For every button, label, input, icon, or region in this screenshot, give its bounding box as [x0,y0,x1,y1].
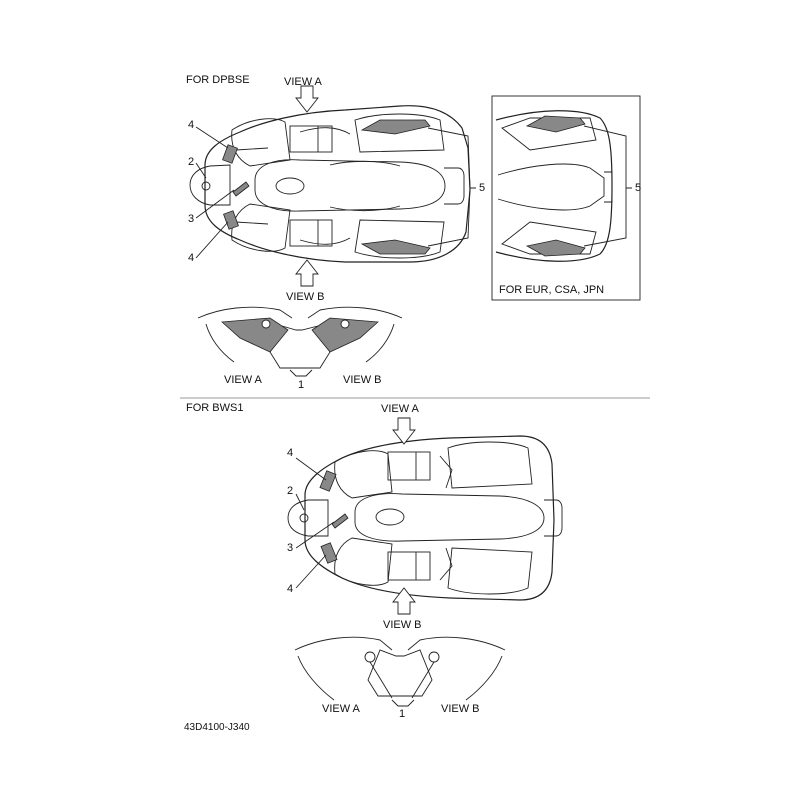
callout-4-upper: 4 [188,119,195,131]
detail-callout-1: 1 [298,379,305,391]
figure-code: 43D4100-J340 [184,722,250,733]
inset-caption: FOR EUR, CSA, JPN [499,284,605,296]
section-heading-dpbse: FOR DPBSE [186,74,250,86]
detail-view-a-label: VIEW A [224,374,262,386]
callout-3: 3 [188,213,195,225]
callout-2-bottom: 2 [287,485,294,497]
view-a-label: VIEW A [284,76,322,88]
leader-lines-top [195,126,476,259]
detail-view-bottom [294,636,506,707]
view-b-label-bottom: VIEW B [383,619,422,631]
detail-view-a-label-bottom: VIEW A [322,703,360,715]
view-b-arrow-bottom [392,587,416,615]
callout-5: 5 [479,182,486,194]
inset-callout-5: 5 [635,182,642,194]
view-b-arrow [295,259,319,287]
atv-inset-rear [495,110,632,262]
atv-top-view-dpbse [189,105,471,263]
atv-top-view-bws1 [287,435,563,601]
section-heading-bws1: FOR BWS1 [186,402,244,414]
view-a-label-bottom: VIEW A [381,403,419,415]
detail-view-b-label-bottom: VIEW B [441,703,480,715]
detail-view-top [197,306,403,377]
callout-4-lower: 4 [188,252,195,264]
view-a-arrow-bottom [392,417,416,445]
inset-frame [491,95,641,301]
detail-view-b-label: VIEW B [343,374,382,386]
view-a-arrow [295,85,319,113]
callout-4-upper-bottom: 4 [287,447,294,459]
detail-callout-1-bottom: 1 [399,708,406,720]
view-b-label: VIEW B [286,291,325,303]
callout-2: 2 [188,156,195,168]
callout-4-lower-bottom: 4 [287,583,294,595]
leader-lines-bottom [295,457,335,589]
callout-3-bottom: 3 [287,542,294,554]
